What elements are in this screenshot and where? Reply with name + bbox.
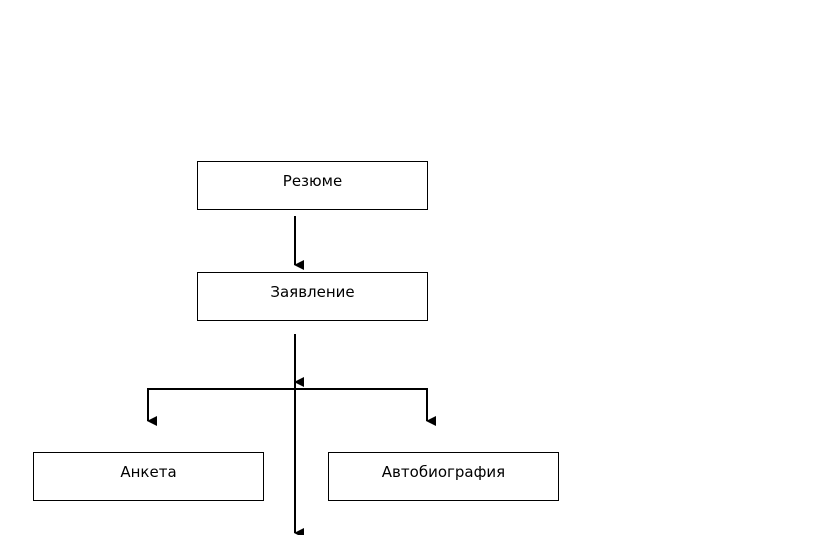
node-resume: Резюме (197, 161, 428, 210)
node-label: Автобиография (381, 463, 506, 481)
node-autobiography: Автобиография (328, 452, 559, 501)
node-label: Заявление (270, 283, 355, 301)
node-label: Резюме (282, 172, 343, 190)
node-application: Заявление (197, 272, 428, 321)
node-questionnaire: Анкета (33, 452, 264, 501)
branch-line (147, 388, 428, 421)
node-label: Анкета (120, 463, 177, 481)
